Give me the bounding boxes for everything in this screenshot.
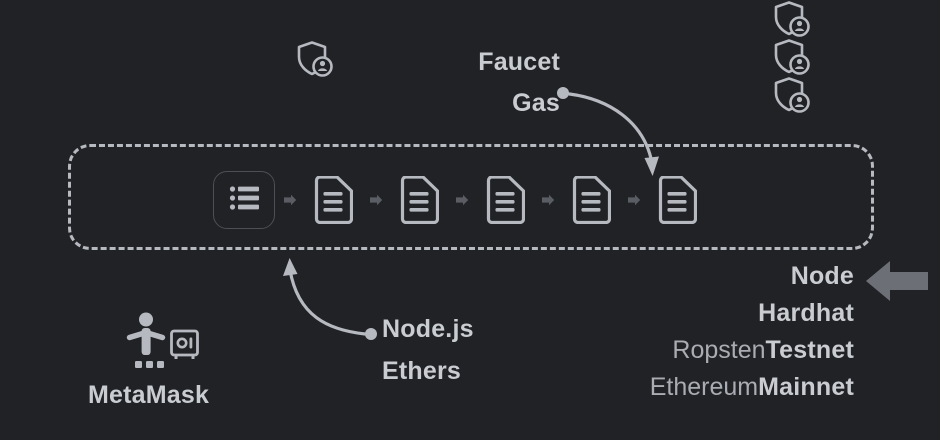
metamask-label: MetaMask — [88, 381, 210, 409]
stack-row-emphasis: Node — [790, 262, 854, 290]
contract-deployment-pipeline — [213, 168, 705, 232]
list-icon-chip[interactable] — [213, 171, 275, 229]
shield-account-icon — [772, 76, 812, 121]
pipeline-box — [68, 144, 874, 250]
stack-row-emphasis: Mainnet — [758, 373, 854, 401]
arrow-right-icon — [275, 171, 305, 229]
stack-row-hardhat: Hardhat — [650, 295, 854, 332]
arrow-right-icon — [619, 171, 649, 229]
stack-row-ethereum-mainnet: EthereumMainnet — [650, 369, 854, 406]
ethers-label: Ethers — [382, 357, 462, 385]
stack-row-node: Node — [650, 258, 854, 295]
arrow-right-icon — [361, 171, 391, 229]
arrow-right-icon — [533, 171, 563, 229]
nodejs-ethers-annotation: Node.js Ethers — [382, 308, 474, 392]
stack-row-emphasis: Hardhat — [758, 299, 854, 327]
stack-row-lead: Ethereum — [649, 373, 759, 401]
list-icon — [229, 185, 259, 216]
stack-row-ropsten-testnet: RopstenTestnet — [650, 332, 854, 369]
document-icon-3[interactable] — [477, 171, 533, 229]
stack-row-emphasis: Testnet — [765, 336, 854, 364]
nodejs-label: Node.js — [382, 315, 474, 343]
faucet-label: Faucet — [478, 48, 560, 76]
shield-account-icon — [772, 38, 812, 83]
gas-label: Gas — [512, 89, 560, 117]
metamask-icons — [126, 312, 200, 375]
network-stack-list: Node Hardhat RopstenTestnet EthereumMain… — [650, 258, 854, 406]
curved-arrow-up-icon — [280, 258, 380, 353]
document-icon-4[interactable] — [563, 171, 619, 229]
document-icon-1[interactable] — [305, 171, 361, 229]
document-icon-2[interactable] — [391, 171, 447, 229]
shield-account-icon — [772, 0, 812, 45]
shield-account-icon — [295, 40, 335, 85]
stack-row-lead: Ropsten — [672, 336, 766, 364]
last-document-icon[interactable] — [649, 171, 705, 229]
arrow-right-icon — [447, 171, 477, 229]
left-arrow-icon — [866, 260, 928, 307]
faucet-gas-annotation: Faucet Gas — [478, 42, 560, 124]
curved-arrow-down-icon — [556, 86, 676, 191]
